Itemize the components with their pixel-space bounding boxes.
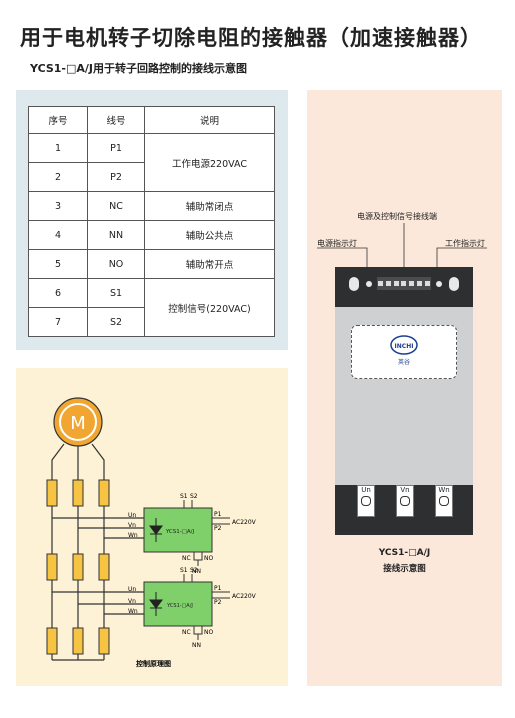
screw-icon — [439, 496, 449, 506]
pin-p2-label: P2 — [214, 599, 222, 606]
table-row: 1 P1 工作电源220VAC — [28, 133, 275, 192]
terminal-wn: Wn — [435, 485, 453, 517]
device-caption-desc: 接线示意图 — [383, 564, 426, 574]
input-wn-label: Wn — [128, 532, 138, 539]
table-row: 5 NO 辅助常开点 — [28, 249, 275, 279]
input-vn-label: Vn — [128, 598, 136, 605]
module-2-label: YCS1-□A/J — [166, 603, 193, 609]
terminal-vn: Vn — [396, 485, 414, 517]
terminal-un: Un — [357, 485, 375, 517]
aux-nn-label: NN — [192, 568, 201, 575]
pin-s2-label: S2 — [190, 567, 198, 574]
terminal-wn-label: Wn — [438, 486, 450, 494]
row-desc-power: 工作电源220VAC — [144, 133, 275, 192]
pin-s1-label: S1 — [180, 493, 188, 500]
motor-inner-icon — [59, 403, 97, 441]
aux-nn-label: NN — [192, 642, 201, 649]
row-desc: 辅助常闭点 — [144, 191, 275, 221]
power-terminal-block: Un Vn Wn — [335, 485, 473, 535]
circuit-caption: 控制原理图 — [136, 659, 171, 668]
pin-p2-label: P2 — [214, 525, 222, 532]
device-caption-model: YCS1-□A/J — [378, 548, 431, 558]
mount-hole-icon — [349, 277, 359, 291]
thyristor-icon — [149, 592, 163, 616]
row-line: NC — [87, 191, 145, 221]
row-line: NO — [87, 249, 145, 279]
aux-no-label: NO — [204, 555, 213, 562]
page-subtitle: YCS1-□A/J用于转子回路控制的接线示意图 — [30, 62, 248, 75]
input-un-label: Un — [128, 512, 136, 519]
row-line: S1 — [87, 278, 145, 308]
input-un-label: Un — [128, 586, 136, 593]
page-title: 用于电机转子切除电阻的接触器（加速接触器） — [20, 26, 482, 50]
row-desc: 辅助公共点 — [144, 220, 275, 250]
contactor-top-panel — [335, 267, 473, 307]
input-wn-label: Wn — [128, 608, 138, 615]
motor-label: M — [70, 413, 86, 434]
row-no: 6 — [28, 278, 88, 308]
circuit-diagram: M YCS1-□A/J YCS1-□A/J — [46, 397, 257, 668]
terminal-vn-label: Vn — [400, 486, 410, 494]
work-light-label: 工作指示灯 — [445, 239, 485, 248]
table-header-row: 序号 线号 说明 — [28, 106, 275, 134]
brand-logo-icon: INCHI 英谷 — [390, 335, 418, 366]
terminal-strip-icon — [377, 277, 431, 290]
pin-s2-label: S2 — [190, 493, 198, 500]
input-vn-label: Vn — [128, 522, 136, 529]
work-indicator-light-icon — [436, 281, 442, 287]
row-no: 2 — [28, 162, 88, 192]
row-no: 5 — [28, 249, 88, 279]
row-no: 4 — [28, 220, 88, 250]
screw-icon — [361, 496, 371, 506]
module-1-label: YCS1-□A/J — [165, 529, 195, 535]
terminal-un-label: Un — [361, 486, 371, 494]
row-desc: 辅助常开点 — [144, 249, 275, 279]
pin-s1-label: S1 — [180, 567, 188, 574]
power-ac-label: AC220V — [232, 519, 257, 526]
row-line: P2 — [87, 162, 145, 192]
table-row: 6 S1 控制信号(220VAC) — [28, 278, 275, 337]
row-no: 3 — [28, 191, 88, 221]
table-row: 7 S2 — [28, 307, 275, 337]
header-desc: 说明 — [144, 106, 275, 134]
terminal-label: 电源及控制信号接线端 — [357, 212, 437, 221]
aux-nc-label: NC — [182, 555, 191, 562]
power-indicator-light-icon — [366, 281, 372, 287]
resistor-group-icon — [46, 479, 110, 655]
wiring-table: 序号 线号 说明 1 P1 工作电源220VAC 2 P2 3 NC 辅助常闭点… — [28, 106, 275, 337]
table-row: 3 NC 辅助常闭点 — [28, 191, 275, 221]
brand-name-text: 英谷 — [398, 358, 410, 366]
pin-p1-label: P1 — [214, 585, 222, 592]
row-line: P1 — [87, 133, 145, 163]
wiring-table-panel: 序号 线号 说明 1 P1 工作电源220VAC 2 P2 3 NC 辅助常闭点… — [16, 90, 288, 350]
row-desc-control: 控制信号(220VAC) — [144, 278, 275, 337]
header-line: 线号 — [87, 106, 145, 134]
aux-no-label: NO — [204, 629, 213, 636]
brand-logo-area: INCHI 英谷 — [351, 325, 457, 379]
pin-p1-label: P1 — [214, 511, 222, 518]
device-diagram-panel: 电源及控制信号接线端 电源指示灯 工作指示灯 INCHI 英谷 Un Vn — [307, 90, 502, 686]
mount-hole-icon — [449, 277, 459, 291]
row-no: 7 — [28, 307, 88, 337]
screw-icon — [400, 496, 410, 506]
row-no: 1 — [28, 133, 88, 163]
header-no: 序号 — [28, 106, 88, 134]
circuit-diagram-panel: M YCS1-□A/J YCS1-□A/J — [16, 368, 288, 686]
table-row: 4 NN 辅助公共点 — [28, 220, 275, 250]
power-ac-label: AC220V — [232, 593, 257, 600]
power-light-label: 电源指示灯 — [317, 239, 357, 248]
brand-mark-text: INCHI — [395, 343, 414, 350]
row-line: NN — [87, 220, 145, 250]
row-line: S2 — [87, 307, 145, 337]
thyristor-icon — [149, 518, 163, 542]
aux-nc-label: NC — [182, 629, 191, 636]
